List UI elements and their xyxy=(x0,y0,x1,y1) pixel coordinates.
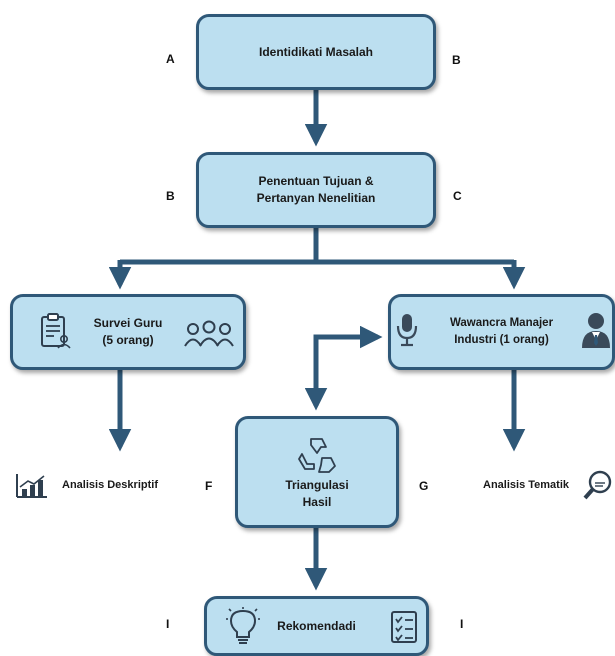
label-i-left: I xyxy=(166,617,170,631)
node-penentuan-tujuan: Penentuan Tujuan & Pertanyan Nenelitian xyxy=(196,152,436,228)
label-a: A xyxy=(166,52,175,66)
node-wawancara-manajer: Wawancra Manajer Industri (1 orang) xyxy=(388,294,615,370)
bar-chart-icon xyxy=(16,474,47,498)
clipboard-icon xyxy=(41,313,71,349)
node-wawancara-label: Wawancra Manajer Industri (1 orang) xyxy=(449,317,554,346)
cycle-arrows-icon xyxy=(298,438,336,473)
node-rekomendasi-label: Rekomendadi xyxy=(277,618,356,633)
checklist-icon xyxy=(391,611,417,643)
output-analisis-deskriptif: Analisis Deskriptif xyxy=(62,479,158,491)
person-icon xyxy=(582,313,610,348)
microphone-icon xyxy=(396,314,418,347)
node-triangulasi-hasil: Triangulasi Hasil xyxy=(235,416,399,528)
label-i-right: I xyxy=(460,617,464,631)
node-survei-label: Survei Guru (5 orang) xyxy=(93,316,163,347)
arrow-triangulasi-wawancara xyxy=(304,325,383,411)
label-b-left: B xyxy=(166,189,175,203)
lightbulb-icon xyxy=(226,607,260,644)
label-g: G xyxy=(419,479,429,493)
magnifier-icon xyxy=(583,470,612,500)
output-analisis-tematik: Analisis Tematik xyxy=(483,479,569,491)
people-group-icon xyxy=(184,320,234,347)
label-f: F xyxy=(205,479,213,493)
label-c: C xyxy=(453,189,462,203)
label-b-top: B xyxy=(452,53,461,67)
node-identifikasi-masalah: Identidikati Masalah xyxy=(196,14,436,90)
node-identifikasi-label: Identidikati Masalah xyxy=(258,44,374,59)
node-triangulasi-label: Triangulasi Hasil xyxy=(285,478,349,509)
node-penentuan-label: Penentuan Tujuan & Pertanyan Nenelitian xyxy=(256,174,376,205)
